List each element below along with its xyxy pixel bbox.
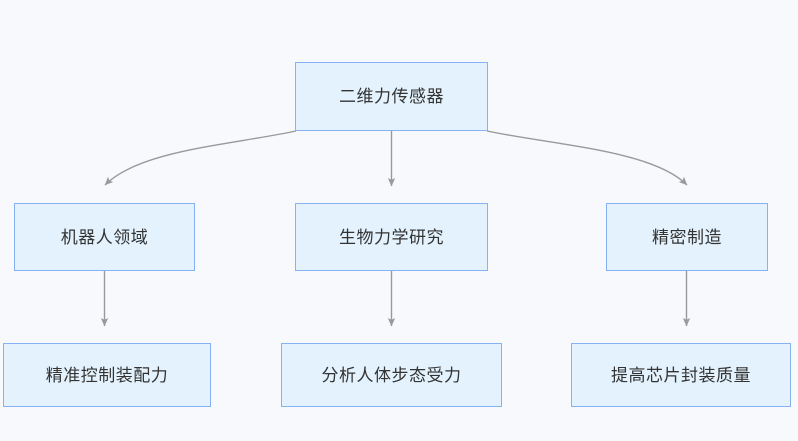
node-precision-manufacturing-label: 精密制造 [652,227,722,247]
node-gait-analysis[interactable]: 分析人体步态受力 [281,343,502,407]
node-assembly-force-control[interactable]: 精准控制装配力 [3,343,211,407]
node-robotics[interactable]: 机器人领域 [14,203,195,271]
node-precision-manufacturing[interactable]: 精密制造 [606,203,768,271]
node-chip-packaging-quality-label: 提高芯片封装质量 [611,365,751,385]
node-biomechanics[interactable]: 生物力学研究 [295,203,488,271]
node-root-label: 二维力传感器 [339,87,444,106]
edge-root-to-precision [486,130,688,186]
node-biomechanics-label: 生物力学研究 [339,227,444,247]
node-robotics-label: 机器人领域 [60,227,149,247]
edge-root-to-robotics [104,130,297,186]
node-root[interactable]: 二维力传感器 [295,62,488,131]
node-assembly-force-control-label: 精准控制装配力 [45,365,169,385]
node-chip-packaging-quality[interactable]: 提高芯片封装质量 [571,343,791,407]
node-gait-analysis-label: 分析人体步态受力 [321,365,462,385]
